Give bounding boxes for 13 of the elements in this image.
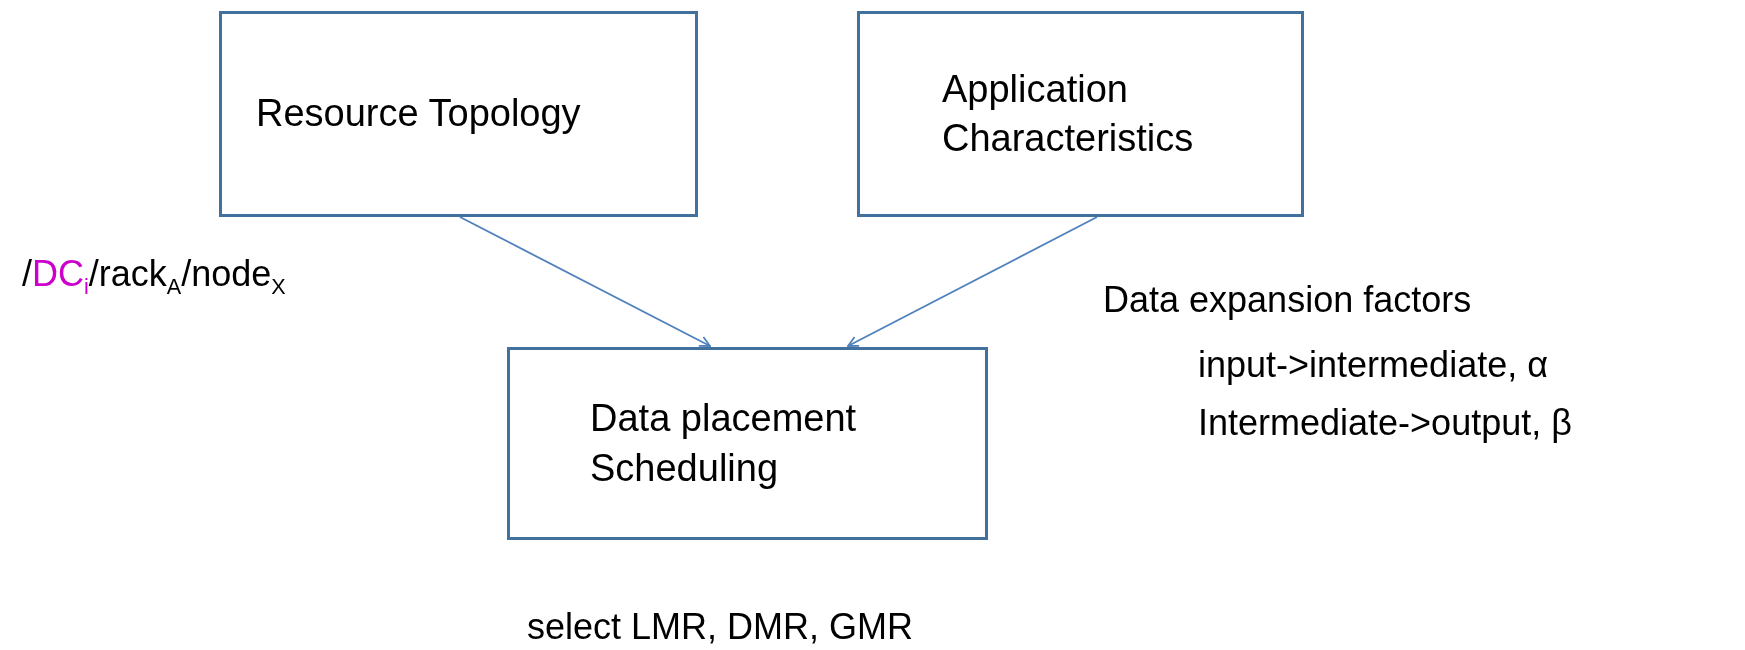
annotation-text: Data expansion factors xyxy=(1103,280,1472,320)
process-box xyxy=(507,347,988,540)
arrow xyxy=(847,216,1098,347)
process-box xyxy=(857,11,1304,217)
annotation-text: Intermediate->output, β xyxy=(1198,403,1572,443)
process-box xyxy=(219,11,698,217)
annotation-text: /DC$_{i}$/rack$_{A}$/node$_{X}$ xyxy=(22,254,286,299)
box-label: Resource Topology xyxy=(256,91,582,137)
box-label: Data placement Scheduling xyxy=(590,396,858,491)
annotation-text: input->intermediate, α xyxy=(1198,345,1548,385)
annotation-text: select LMR, DMR, GMR xyxy=(527,607,914,647)
arrow xyxy=(459,216,711,347)
box-label: Application Characteristics xyxy=(942,66,1195,161)
